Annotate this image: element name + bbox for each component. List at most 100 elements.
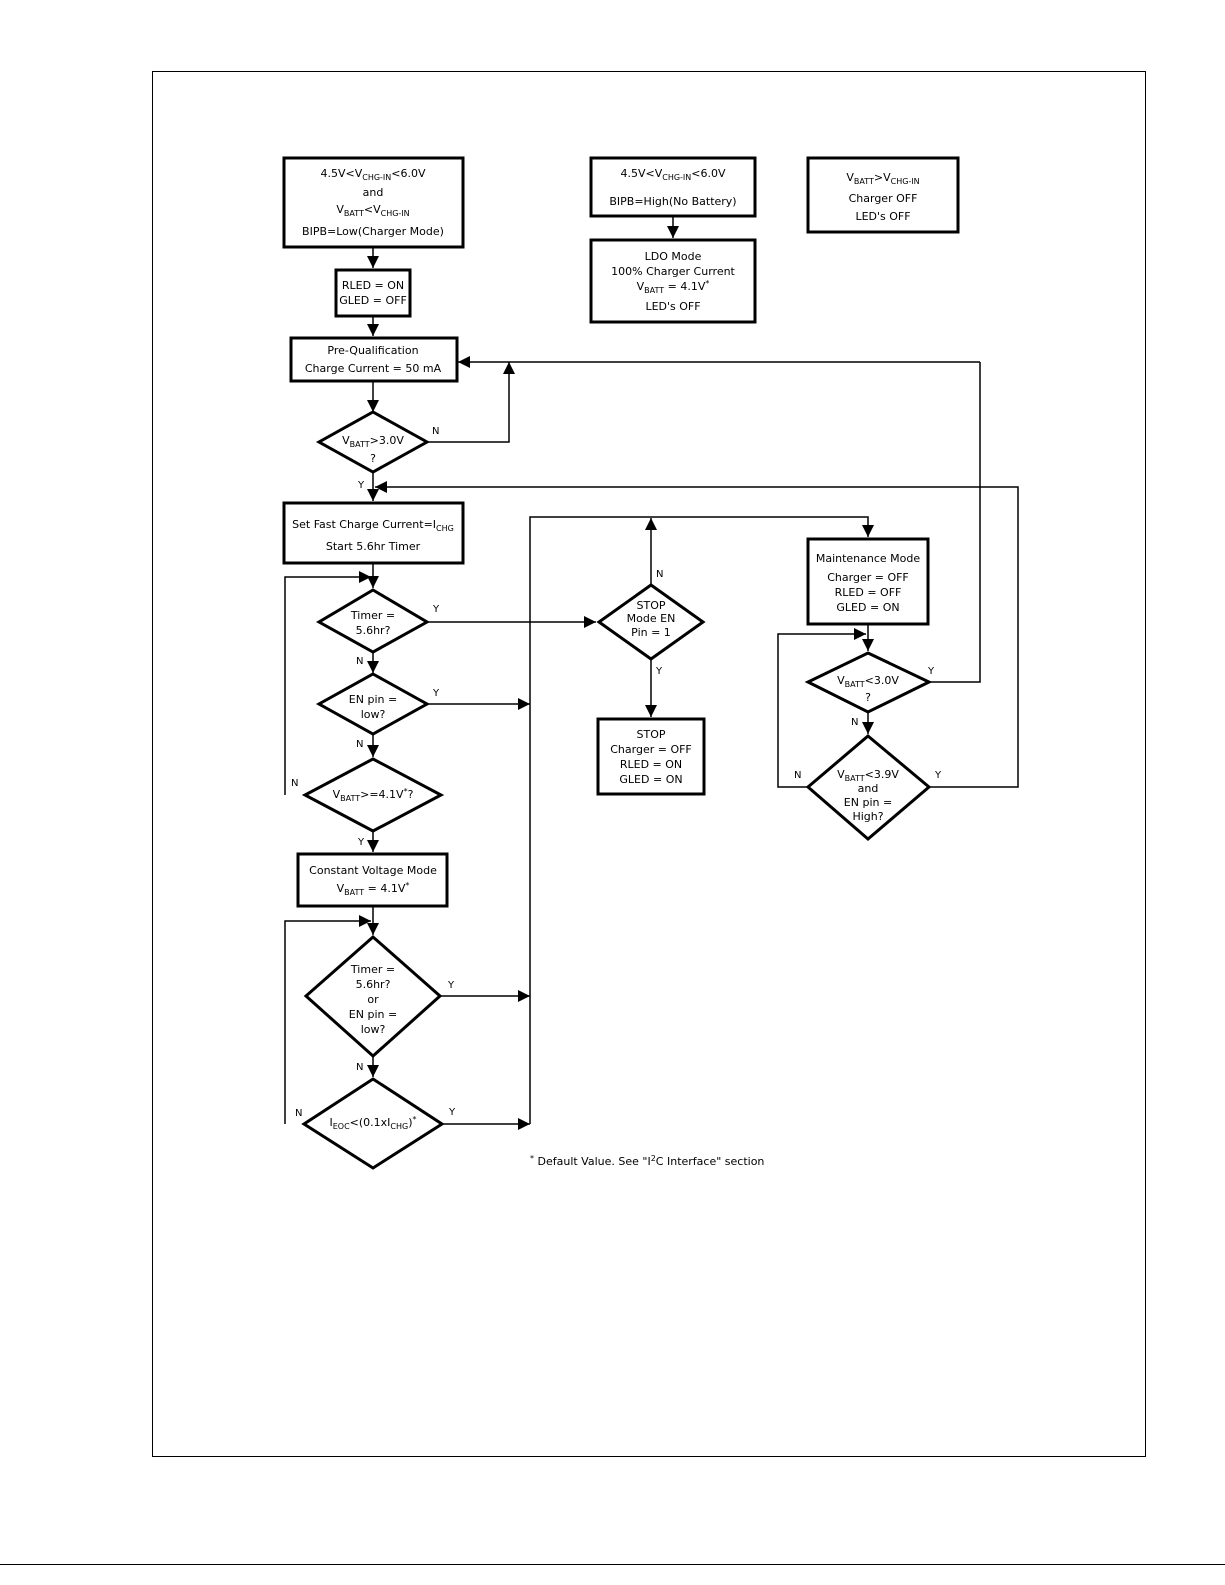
stop-mode-diamond: STOP Mode EN Pin = 1 [596,583,706,661]
arrow-loop-to-timer-or-en [284,915,371,1124]
label-no-vbatt3: N [432,426,439,437]
cv-line2: VBATT = 4.1V* [337,881,410,897]
maint-line4: GLED = ON [836,601,899,614]
label-yes-ieoc: Y [448,1107,456,1118]
start-line4: BIPB=Low(Charger Mode) [302,225,444,238]
ieoc-diamond: IEOC<(0.1xICHG)* [301,1077,445,1170]
start-line3: VBATT<VCHG-IN [336,203,409,218]
label-no-vbatt41: N [291,778,298,789]
ldo-condition-box: 4.5V<VCHG-IN<6.0V BIPB=High(No Battery) [589,156,757,218]
constant-voltage-box: Constant Voltage Mode VBATT = 4.1V* [296,852,449,908]
page-frame [152,71,1146,1457]
vbatt-gt-line1: VBATT>VCHG-IN [846,171,919,186]
arrow-prequal-no-loop [427,362,515,443]
stop-line1: STOP [637,728,666,741]
vbatt3-line2: ? [370,452,376,465]
prequal-box: Pre-Qualification Charge Current = 50 mA [289,336,459,383]
label-yes-timer-or-en: Y [447,980,455,991]
line-maint-yes-up [929,362,981,683]
stop-box: STOP Charger = OFF RLED = ON GLED = ON [596,717,706,796]
stop-line4: GLED = ON [619,773,682,786]
fast-charge-box: Set Fast Charge Current=ICHG Start 5.6hr… [282,501,465,565]
timer-line1: Timer = [350,609,395,622]
toe-line2: 5.6hr? [356,978,391,991]
ldo-cond-line2: BIPB=High(No Battery) [609,195,736,208]
prequal-line2: Charge Current = 50 mA [305,362,442,375]
led-line2: GLED = OFF [339,294,407,307]
arrow-lt39-no-loop [777,628,866,788]
vbatt-ge-41-diamond: VBATT>=4.1V*? [301,757,445,833]
label-no-en: N [356,739,363,750]
footnote: * Default Value. See "I2C Interface" sec… [530,1154,764,1168]
stop-line2: Charger = OFF [610,743,692,756]
timer-line2: 5.6hr? [356,624,391,637]
lt39-line2: and [858,782,879,795]
ldo-mode-line1: LDO Mode [645,250,702,263]
label-yes-lt3: Y [927,666,935,677]
lt3-line2: ? [865,691,871,704]
en-line2: low? [361,708,386,721]
label-no-lt3: N [851,717,858,728]
lt39-line4: High? [852,810,883,823]
label-yes-lt39: Y [934,770,942,781]
label-yes-vbatt3: Y [357,480,365,491]
vbatt-gt-3v-diamond: VBATT>3.0V ? [315,410,431,474]
maint-line3: RLED = OFF [835,586,902,599]
ldo-mode-line2: 100% Charger Current [611,265,735,278]
ldo-mode-box: LDO Mode 100% Charger Current VBATT = 4.… [589,238,757,324]
lt39-line1: VBATT<3.9V [837,768,899,783]
arrow-loop-to-timer [284,571,371,795]
ldo-cond-line1: 4.5V<VCHG-IN<6.0V [620,167,726,182]
led-state-box: RLED = ON GLED = OFF [334,268,412,318]
vbatt3-line1: VBATT>3.0V [342,434,404,449]
bottom-rule [0,1564,1225,1565]
vbatt-gt-line2: Charger OFF [849,192,918,205]
vbatt-lt-3v-diamond: VBATT<3.0V ? [804,651,933,714]
lt39-line3: EN pin = [844,796,892,809]
toe-line1: Timer = [350,963,395,976]
timer-diamond: Timer = 5.6hr? [315,588,431,654]
stop-line3: RLED = ON [620,758,682,771]
maint-line1: Maintenance Mode [816,552,921,565]
ieoc-line1: IEOC<(0.1xICHG)* [329,1115,416,1131]
timer-or-en-diamond: Timer = 5.6hr? or EN pin = low? [303,935,443,1059]
label-yes-en: Y [432,688,440,699]
stopmode-line1: STOP [637,599,666,612]
maintenance-box: Maintenance Mode Charger = OFF RLED = OF… [806,537,930,626]
vbatt-lt-39-diamond: VBATT<3.9V and EN pin = High? [805,734,932,841]
label-no-timer-or-en: N [356,1062,363,1073]
ldo-mode-line4: LED's OFF [645,300,700,313]
en-pin-diamond: EN pin = low? [315,672,431,736]
prequal-line1: Pre-Qualification [327,344,418,357]
ldo-mode-line3: VBATT = 4.1V* [637,279,710,295]
led-line1: RLED = ON [342,279,404,292]
vbatt-gt-line3: LED's OFF [855,210,910,223]
arrow-maint-back-to-fast [375,481,1019,788]
label-no-lt39: N [794,770,801,781]
label-no-ieoc: N [295,1108,302,1119]
connectors [284,216,1019,1130]
en-line1: EN pin = [349,693,397,706]
vbatt-gt-vchg-box: VBATT>VCHG-IN Charger OFF LED's OFF [806,156,960,234]
start-line2: and [363,186,384,199]
fast-line1: Set Fast Charge Current=ICHG [292,518,454,533]
toe-line3: or [367,993,379,1006]
lt3-line1: VBATT<3.0V [837,674,899,689]
label-no-timer: N [356,656,363,667]
arrow-bus-to-maint [529,516,874,1124]
maint-line2: Charger = OFF [827,571,909,584]
cv-line1: Constant Voltage Mode [309,864,437,877]
stopmode-line3: Pin = 1 [631,626,671,639]
label-yes-vbatt41: Y [357,837,365,848]
stopmode-line2: Mode EN [627,612,676,625]
label-no-stop: N [656,569,663,580]
toe-line5: low? [361,1023,386,1036]
fast-line2: Start 5.6hr Timer [326,540,421,553]
label-yes-timer: Y [432,604,440,615]
branch-labels: N Y Y N Y N N Y Y N N Y N Y Y N N Y [291,426,942,1119]
start-condition-box: 4.5V<VCHG-IN<6.0V and VBATT<VCHG-IN BIPB… [282,156,465,249]
vbatt41-line1: VBATT>=4.1V*? [333,787,414,803]
start-line1: 4.5V<VCHG-IN<6.0V [320,167,426,182]
toe-line4: EN pin = [349,1008,397,1021]
